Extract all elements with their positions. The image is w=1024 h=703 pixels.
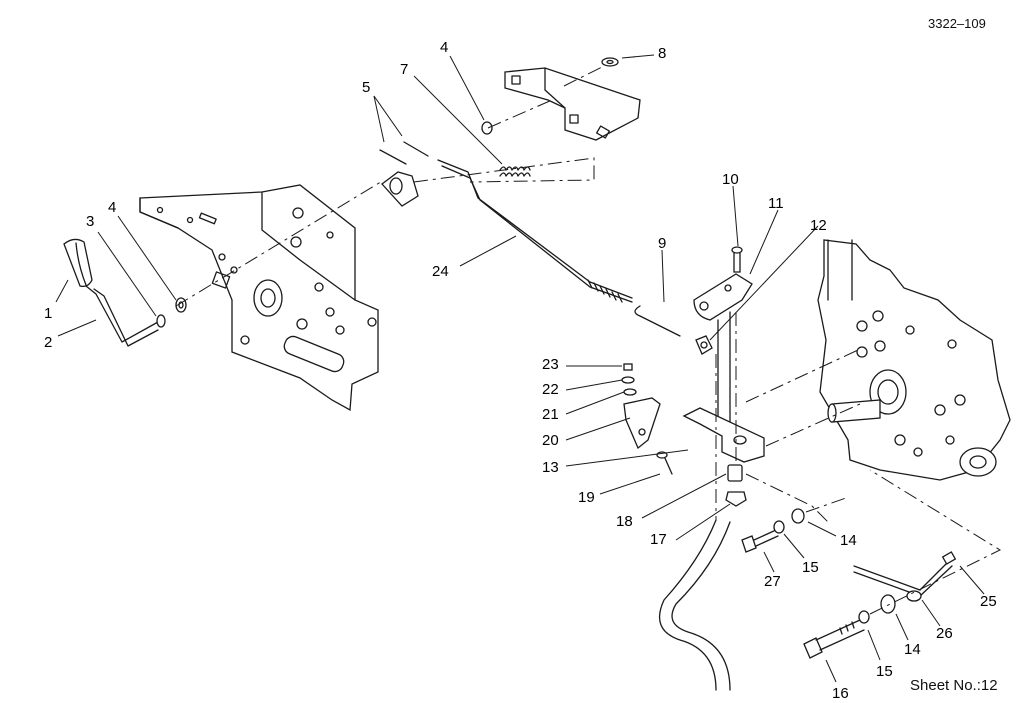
assembly-lines [175, 65, 1002, 615]
callout-5: 5 [362, 79, 370, 96]
callout-18: 18 [616, 513, 633, 530]
clip-9 [634, 305, 681, 337]
washer-3 [156, 314, 166, 328]
nut-17 [725, 491, 747, 507]
callout-3: 3 [86, 213, 94, 230]
callout-16: 16 [832, 685, 849, 702]
callout-9: 9 [658, 235, 666, 252]
callout-24: 24 [432, 263, 449, 280]
callout-14-upper: 14 [840, 532, 857, 549]
callout-19: 19 [578, 489, 595, 506]
spacer-18 [727, 464, 743, 482]
small-hardware [621, 363, 661, 450]
callout-8: 8 [658, 45, 666, 62]
callout-14-lower: 14 [904, 641, 921, 658]
hose [659, 519, 731, 691]
transmission [817, 239, 1011, 481]
pivot-plate [693, 246, 753, 355]
callout-7: 7 [400, 61, 408, 78]
callout-25: 25 [980, 593, 997, 610]
callout-13: 13 [542, 459, 559, 476]
upper-bracket [504, 57, 641, 141]
sheet-number: Sheet No.:12 [910, 677, 998, 694]
callout-1: 1 [44, 305, 52, 322]
callout-4-top: 4 [440, 39, 448, 56]
shift-lever [63, 238, 159, 347]
callout-10: 10 [722, 171, 739, 188]
callout-15-lower: 15 [876, 663, 893, 680]
spacer-4 [481, 121, 493, 135]
callouts: 1 2 3 4 4 5 7 8 9 10 11 12 13 14 14 15 1… [44, 39, 997, 702]
screw-19 [663, 455, 673, 475]
bolt-27 [741, 508, 805, 553]
mounting-plate [139, 184, 379, 412]
callout-4-left: 4 [108, 199, 116, 216]
callout-22: 22 [542, 381, 559, 398]
callout-23: 23 [542, 356, 559, 373]
callout-12: 12 [810, 217, 827, 234]
callout-20: 20 [542, 432, 559, 449]
callout-26: 26 [936, 625, 953, 642]
callout-27: 27 [764, 573, 781, 590]
pivot-bracket [379, 141, 429, 207]
rod-25 [853, 551, 957, 602]
lower-bracket [682, 407, 765, 463]
callout-2: 2 [44, 334, 52, 351]
callout-21: 21 [542, 406, 559, 423]
spring-7 [499, 166, 531, 177]
leader-lines [55, 54, 985, 683]
callout-17: 17 [650, 531, 667, 548]
bolt-16 [803, 594, 896, 659]
linkage-rod [437, 159, 633, 303]
callout-15-upper: 15 [802, 559, 819, 576]
drawing-number: 3322–109 [928, 16, 986, 31]
callout-11: 11 [768, 195, 784, 212]
